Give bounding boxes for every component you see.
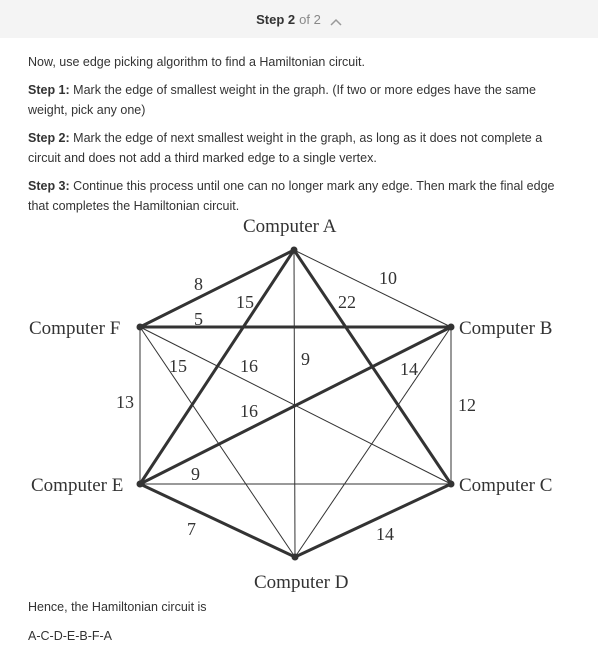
weight-e-c: 16	[240, 401, 258, 421]
weight-a-d: 9	[301, 349, 310, 369]
step-2-text: Mark the edge of next smallest weight in…	[28, 131, 543, 165]
step-1: Step 1: Mark the edge of smallest weight…	[28, 80, 578, 120]
answer-section: Hence, the Hamiltonian circuit is A-C-D-…	[28, 600, 207, 658]
step-total: of 2	[299, 11, 321, 27]
weight-b-e: 14	[400, 359, 418, 379]
vertex-b	[447, 323, 455, 331]
weight-e-b: 9	[191, 464, 200, 484]
vertex-label-e: Computer E	[31, 475, 123, 496]
weight-d-c: 14	[376, 524, 394, 544]
step-header[interactable]: Step 2 of 2	[0, 0, 598, 38]
weight-f-e: 13	[116, 392, 134, 412]
conclusion-text: Hence, the Hamiltonian circuit is	[28, 600, 207, 614]
vertex-a	[290, 246, 298, 254]
step-3: Step 3: Continue this process until one …	[28, 176, 578, 216]
chevron-up-icon[interactable]	[330, 14, 342, 29]
step-1-label: Step 1:	[28, 83, 70, 97]
step-3-label: Step 3:	[28, 179, 70, 193]
weight-b-c: 12	[458, 395, 476, 415]
vertex-label-d: Computer D	[254, 572, 348, 593]
edge-a-e	[138, 249, 296, 485]
weight-f-b: 5	[194, 309, 203, 329]
vertex-f	[136, 323, 144, 331]
solution-text: Now, use edge picking algorithm to find …	[28, 52, 578, 224]
graph-diagram: Computer A Computer F Computer B Compute…	[29, 216, 552, 593]
weight-a-c: 22	[338, 292, 356, 312]
vertex-label-b: Computer B	[459, 318, 552, 339]
weight-f-d: 16	[240, 356, 258, 376]
step-1-text: Mark the edge of smallest weight in the …	[28, 83, 536, 117]
vertex-c	[447, 480, 455, 488]
edge-a-b	[293, 249, 452, 328]
edge-a-d	[293, 249, 296, 558]
weight-f-c: 15	[169, 356, 187, 376]
vertex-e	[136, 480, 144, 488]
vertex-label-a: Computer A	[243, 216, 337, 237]
weight-a-b: 10	[379, 268, 397, 288]
edge-f-d	[139, 326, 296, 558]
step-3-text: Continue this process until one can no l…	[28, 179, 555, 213]
edge-d-c	[294, 482, 452, 559]
weight-e-d: 7	[187, 519, 196, 539]
intro-text: Now, use edge picking algorithm to find …	[28, 55, 365, 69]
edge-e-b	[139, 325, 452, 486]
step-2-label: Step 2:	[28, 131, 70, 145]
vertex-label-f: Computer F	[29, 318, 120, 339]
vertex-label-c: Computer C	[459, 475, 552, 496]
edge-e-d	[139, 482, 296, 559]
circuit-result: A-C-D-E-B-F-A	[28, 629, 113, 643]
step-2: Step 2: Mark the edge of next smallest w…	[28, 128, 578, 168]
vertex-d	[291, 553, 299, 561]
edge-a-f	[139, 248, 295, 329]
weight-a-e: 15	[236, 292, 254, 312]
weight-a-f: 8	[194, 274, 203, 294]
step-number: Step 2	[256, 11, 296, 27]
edge-b-d	[294, 326, 452, 558]
